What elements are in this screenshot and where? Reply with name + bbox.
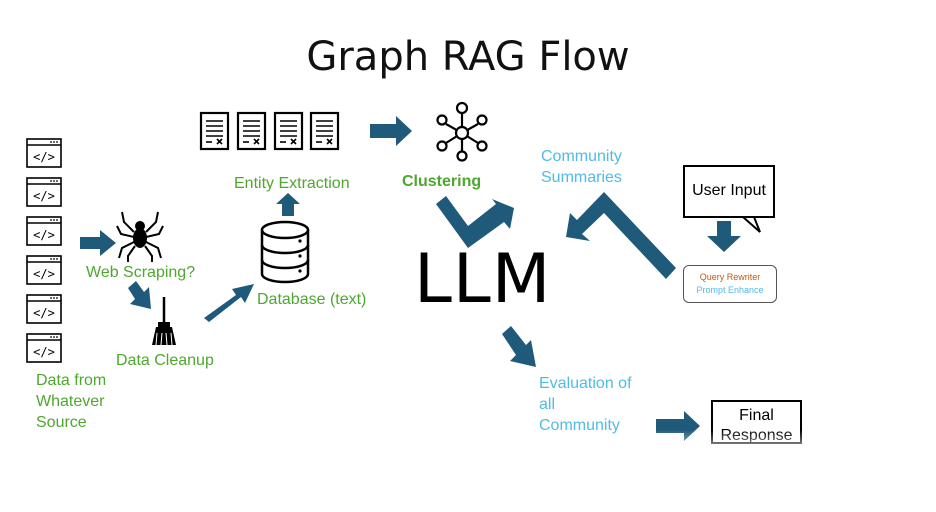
query-rewriter-box: Query Rewriter Prompt Enhance (683, 265, 777, 303)
arrow-to-entity (276, 193, 300, 216)
code-window-icon (26, 294, 62, 324)
evaluation-label: Evaluation of all Community (539, 375, 632, 434)
bottom-fade-overlay (640, 430, 936, 512)
query-rewriter-label: Query Rewriter (699, 272, 761, 282)
arrow-to-query (707, 221, 741, 252)
flow-arrows (80, 116, 741, 441)
cluster-network-icon (436, 101, 488, 162)
arrow-clustering-to-llm (436, 196, 514, 248)
code-window-icon (26, 333, 62, 363)
document-icon (309, 111, 340, 151)
arrow-to-database (204, 284, 254, 322)
document-icon (236, 111, 267, 151)
llm-label: LLM (414, 240, 552, 319)
prompt-enhance-label: Prompt Enhance (696, 285, 764, 295)
data-source-label: Data from Whatever Source (36, 372, 107, 431)
broom-icon (152, 297, 176, 346)
spider-icon (116, 211, 164, 262)
code-window-icon (26, 177, 62, 207)
user-input-box: User Input (683, 165, 775, 218)
arrow-to-evaluation (502, 326, 536, 367)
arrow-to-broom (128, 281, 151, 309)
page-title: Graph RAG Flow (306, 34, 630, 80)
entity-extraction-label: Entity Extraction (234, 175, 350, 192)
data-cleanup-label: Data Cleanup (116, 352, 214, 369)
document-icon (199, 111, 230, 151)
arrow-to-spider (80, 230, 116, 256)
code-window-icon (26, 216, 62, 246)
code-window-icon (26, 255, 62, 285)
community-summaries-label: Community Summaries (541, 148, 622, 186)
database-icon (260, 220, 310, 284)
web-scraping-label: Web Scraping? (86, 264, 196, 281)
speech-tail (742, 216, 761, 233)
arrow-user-to-summaries (566, 192, 676, 279)
document-icon (273, 111, 304, 151)
database-label: Database (text) (257, 291, 367, 308)
code-window-icon (26, 138, 62, 168)
arrow-to-clustering (370, 116, 412, 146)
clustering-label: Clustering (402, 173, 482, 190)
